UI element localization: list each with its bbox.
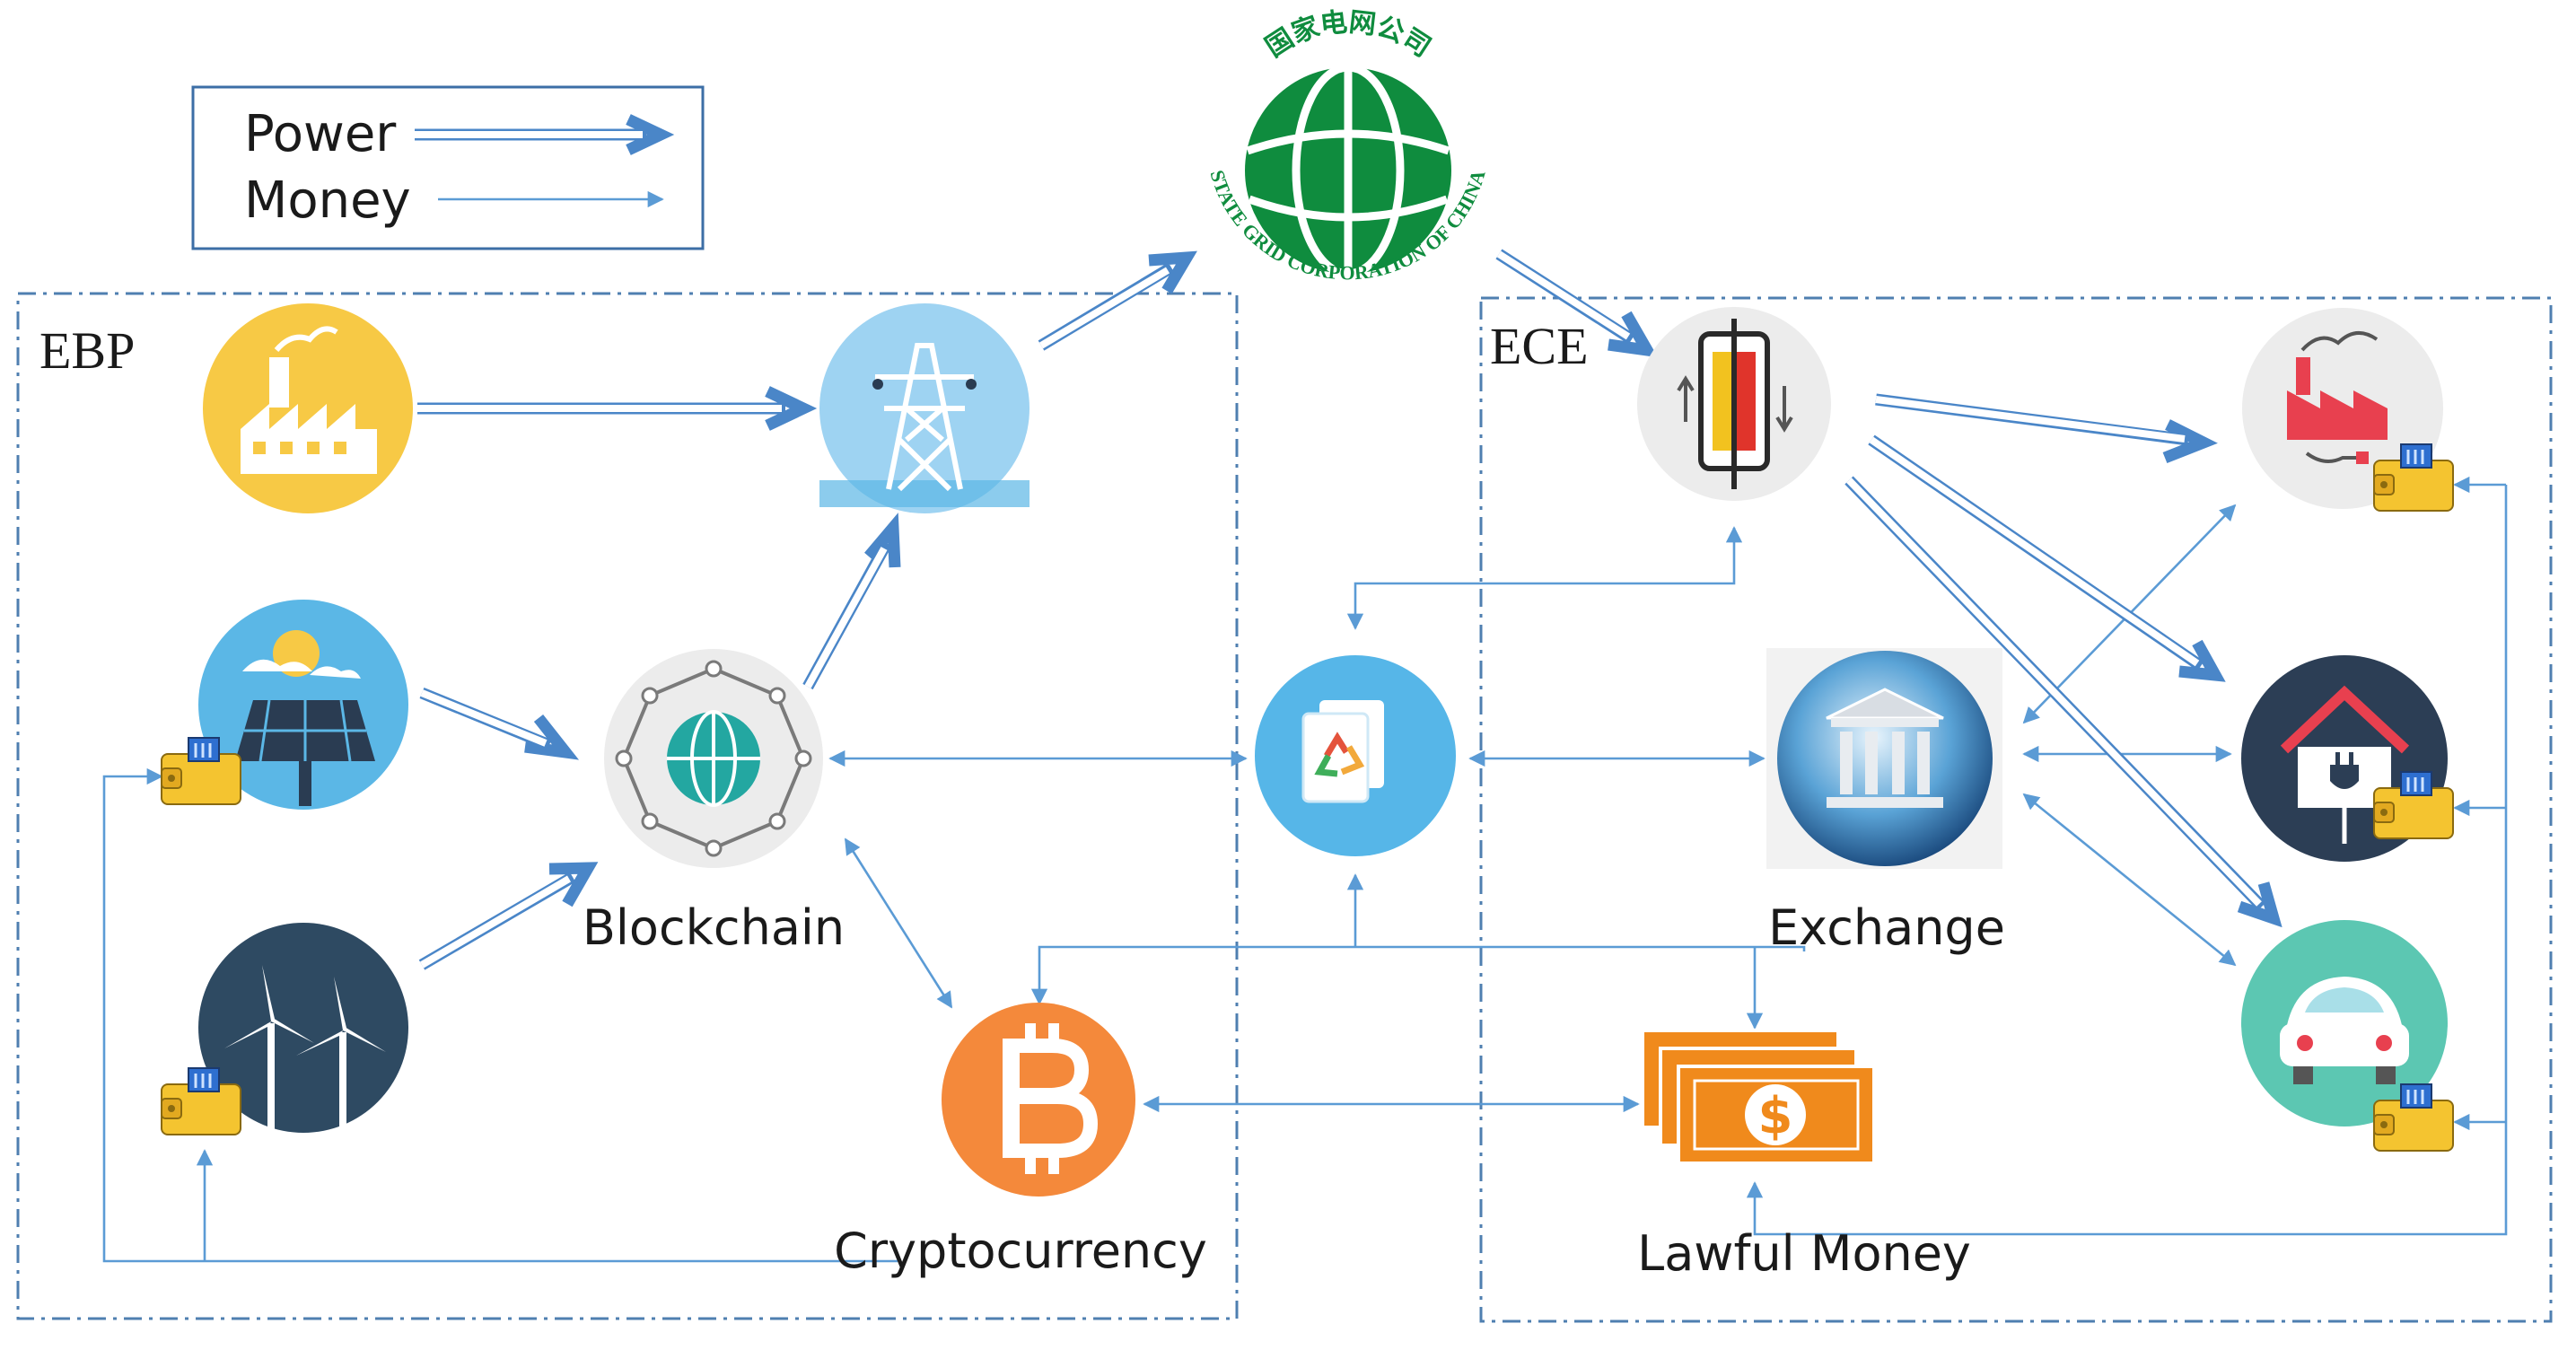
wind-node — [198, 923, 408, 1135]
ece-group-box — [1479, 296, 2553, 1323]
industrial-consumer-node — [2242, 308, 2443, 509]
legend-money-label: Money — [244, 171, 411, 230]
factory-icon — [241, 326, 377, 474]
bank-icon — [1826, 688, 1944, 808]
blockchain-globe-icon — [615, 660, 812, 857]
cryptocurrency-node — [942, 1003, 1135, 1197]
exchange-label: Exchange — [1768, 899, 2005, 956]
ev-consumer-node — [2241, 920, 2448, 1126]
exchange-node — [1766, 648, 2002, 869]
svg-text:$: $ — [1758, 1087, 1793, 1145]
bitcoin-icon — [1003, 1023, 1099, 1174]
dollar-bills-icon: $ — [1641, 1029, 1876, 1165]
money-flows — [102, 476, 2508, 1263]
legend-power-label: Power — [244, 105, 397, 163]
legend: Power Money — [191, 85, 705, 250]
battery-meter-icon — [1677, 319, 1793, 489]
legend-power-arrow — [415, 114, 675, 155]
transmission-node — [819, 303, 1030, 513]
ece-label: ECE — [1490, 317, 1589, 375]
ebp-label: EBP — [39, 321, 135, 380]
power-flows — [417, 249, 2282, 970]
lawful-money-node: $ — [1641, 1029, 1876, 1165]
cryptocurrency-label: Cryptocurrency — [834, 1223, 1207, 1279]
blockchain-label: Blockchain — [583, 899, 845, 956]
smart-contract-node — [1255, 655, 1456, 856]
meter-node — [1637, 307, 1831, 501]
transmission-tower-icon — [875, 343, 974, 492]
lawful-money-label: Lawful Money — [1637, 1225, 1971, 1282]
industrial-consumer-icon — [2287, 331, 2388, 464]
electric-car-icon — [2280, 977, 2409, 1084]
power-plant-node — [203, 303, 413, 513]
smart-contract-icon — [1301, 700, 1384, 803]
state-grid-chinese-name: 国家电网公司 — [1260, 6, 1436, 64]
wind-turbine-icon — [224, 965, 386, 1135]
blockchain-node — [604, 649, 823, 868]
ebp-group-box — [16, 292, 1239, 1320]
solar-panel-icon — [235, 630, 375, 806]
state-grid-logo: 国家电网公司 STATE GRID CORPORATION OF CHINA — [1205, 6, 1489, 284]
home-outlet-icon — [2280, 685, 2410, 844]
solar-node — [198, 600, 408, 810]
